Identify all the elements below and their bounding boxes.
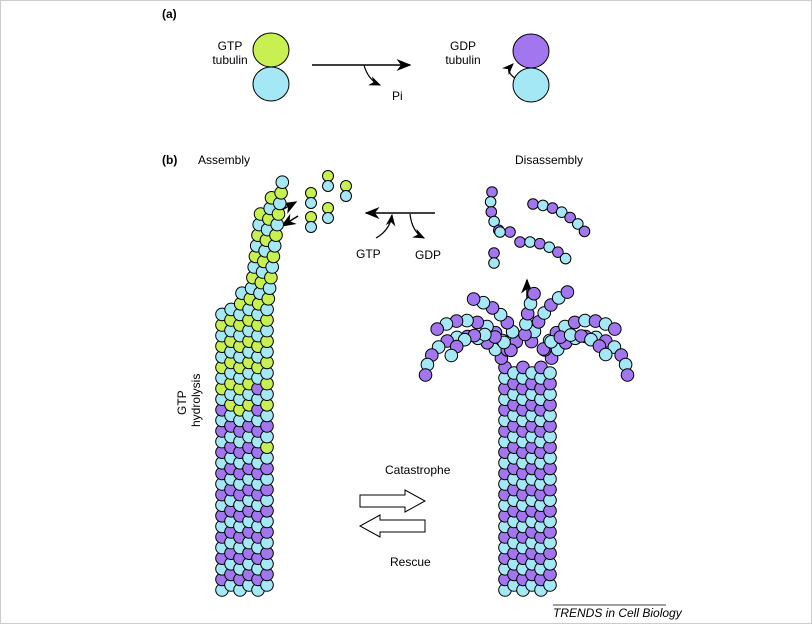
- gdp-oligomer-subunit: [494, 226, 506, 238]
- tubulin-subunits: [215, 170, 635, 597]
- gdp-out-arrow: [409, 213, 426, 239]
- curling-protofilament-subunit: [430, 322, 445, 336]
- free-gtp-dimer-beta: [322, 180, 334, 192]
- gdp-oligomer-subunit: [488, 247, 500, 259]
- free-gtp-dimer-alpha: [305, 187, 317, 199]
- free-gtp-dimer-alpha: [305, 211, 317, 223]
- gdp-tubulin-label-1: GDP: [450, 39, 476, 53]
- rescue-label: Rescue: [390, 555, 431, 569]
- free-gtp-dimer-alpha: [322, 202, 334, 214]
- free-gtp-dimer-beta: [340, 190, 352, 202]
- free-gtp-dimer-beta: [305, 221, 317, 233]
- gdp-oligomer-subunit: [486, 186, 498, 198]
- panel-b-label: (b): [162, 153, 177, 167]
- curling-protofilament-subunit: [466, 292, 481, 306]
- free-gtp-dimer-beta: [305, 197, 317, 209]
- curling-protofilament-subunit: [608, 322, 622, 336]
- gdp-oligomer-subunit: [555, 206, 568, 218]
- curling-protofilament-subunit: [444, 348, 459, 363]
- gdp-oligomer-subunit: [564, 211, 576, 224]
- gdp-alpha-subunit: [512, 33, 550, 69]
- credit: TRENDS in Cell Biology: [553, 606, 683, 620]
- assembly-label: Assembly: [198, 153, 250, 167]
- gdp-label: GDP: [415, 248, 441, 262]
- gdp-oligomer-subunit: [527, 198, 539, 210]
- gtp-alpha-subunit: [252, 32, 290, 68]
- conformation-change-arrow: [501, 63, 516, 79]
- dimer-addition-arrow: [280, 213, 299, 227]
- catastrophe-arrow: [359, 489, 427, 513]
- pi-label: Pi: [392, 89, 403, 103]
- curling-protofilament-subunit: [560, 285, 575, 299]
- disassembly-label: Disassembly: [515, 153, 583, 167]
- gdp-oligomer-subunit: [504, 226, 516, 238]
- hydrolysis-label-2: hydrolysis: [189, 374, 203, 427]
- gtp-label: GTP: [356, 247, 381, 261]
- gdp-oligomer-subunit: [543, 241, 556, 253]
- microtubule-subunit: [275, 175, 290, 189]
- gtp-hydrolysis-label: GTP hydrolysis: [175, 374, 203, 427]
- microtubule-subunit: [543, 366, 557, 380]
- gtp-tubulin-label-2: tubulin: [212, 53, 247, 67]
- gdp-oligomer-subunit: [537, 199, 549, 212]
- gdp-oligomer-subunit: [514, 236, 526, 248]
- pi-release-arrow: [363, 64, 382, 86]
- catastrophe-label: Catastrophe: [385, 463, 451, 477]
- gdp-oligomer-subunit: [559, 252, 572, 265]
- panel-a-label: (a): [162, 7, 177, 21]
- gdp-oligomer-subunit: [488, 257, 500, 269]
- gtp-tubulin-label-1: GTP: [218, 39, 243, 53]
- gtp-beta-subunit: [252, 66, 290, 102]
- gdp-oligomer-subunit: [488, 215, 500, 228]
- curling-protofilament-subunit: [598, 347, 613, 362]
- gdp-beta-subunit: [512, 67, 550, 103]
- gdp-oligomer-subunit: [572, 218, 584, 230]
- gdp-tubulin-label-2: tubulin: [445, 53, 480, 67]
- hydrolysis-label-1: GTP: [175, 390, 189, 415]
- gdp-oligomer-subunit: [484, 196, 497, 208]
- free-gtp-dimer-alpha: [340, 180, 352, 192]
- free-gtp-dimer-beta: [322, 212, 334, 224]
- gdp-oligomer-subunit: [524, 236, 536, 248]
- curling-protofilament-subunit: [418, 368, 433, 382]
- curling-protofilament-subunit: [527, 286, 541, 301]
- gdp-oligomer-subunit: [552, 246, 564, 258]
- curling-protofilament-subunit: [620, 368, 635, 382]
- gtp-in-arrow: [375, 213, 396, 239]
- free-gtp-dimer-alpha: [322, 170, 334, 182]
- gdp-oligomer-subunit: [578, 225, 591, 238]
- rescue-arrow: [358, 514, 426, 538]
- gdp-oligomer-subunit: [485, 206, 498, 218]
